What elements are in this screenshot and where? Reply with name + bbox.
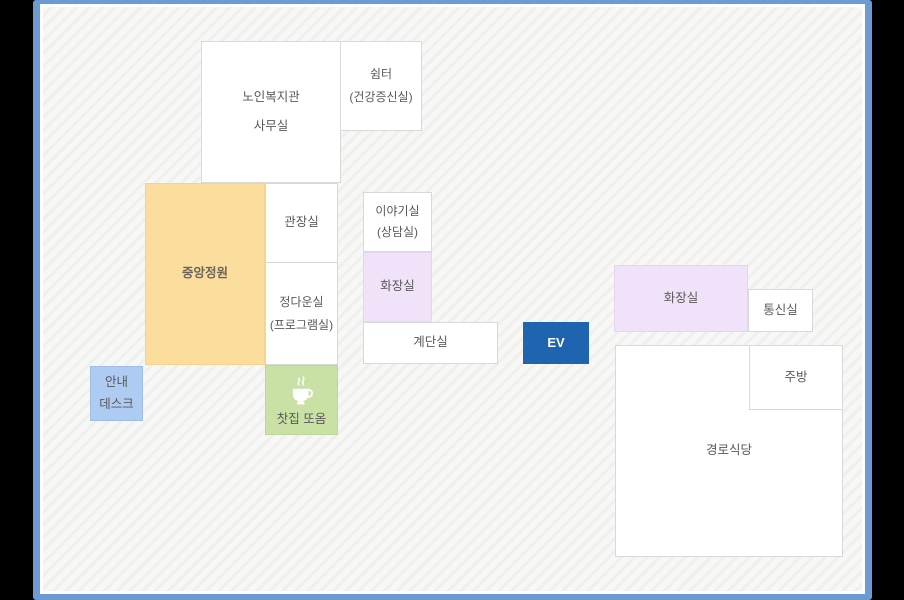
room-label: 사무실 xyxy=(253,119,289,133)
room-label: 화장실 xyxy=(663,290,699,305)
room-story: 이야기실 (상담실) xyxy=(363,192,432,252)
room-office: 노인복지관 사무실 xyxy=(201,41,341,183)
room-kitchen: 주방 xyxy=(749,345,843,410)
room-program: 정다운실 (프로그램실) xyxy=(265,262,338,365)
room-label: 쉼터 xyxy=(369,67,393,82)
room-label: (건강증신실) xyxy=(349,90,413,104)
room-label: (프로그램실) xyxy=(269,317,334,332)
room-info-desk: 안내 데스크 xyxy=(90,366,143,421)
room-label: 통신실 xyxy=(763,302,798,317)
room-label: 화장실 xyxy=(380,279,415,294)
room-label: 데스크 xyxy=(99,396,134,411)
room-teahouse: 찻집 또옴 xyxy=(265,365,338,435)
room-label: 주방 xyxy=(784,369,808,384)
room-label: 정다운실 xyxy=(279,294,324,309)
room-restroom-middle: 화장실 xyxy=(363,252,432,322)
room-director-office: 관장실 xyxy=(265,183,338,263)
room-label: 안내 xyxy=(104,374,128,389)
room-label: (상담실) xyxy=(376,225,419,239)
room-label: 관장실 xyxy=(284,215,319,230)
coffee-cup-icon xyxy=(292,376,313,405)
room-label: 노인복지관 xyxy=(242,90,300,105)
room-label: EV xyxy=(547,334,565,350)
room-label: 찻집 또옴 xyxy=(276,412,327,426)
room-central-garden: 중앙정원 xyxy=(145,183,265,365)
room-label: 중앙정원 xyxy=(181,266,228,281)
room-label: 이야기실 xyxy=(375,204,420,218)
room-comms: 통신실 xyxy=(748,289,813,332)
room-elevator: EV xyxy=(523,322,589,364)
room-shelter: 쉼터 (건강증신실) xyxy=(340,41,422,131)
room-label: 경로식당 xyxy=(705,443,752,458)
room-restroom-right: 화장실 xyxy=(614,265,748,332)
room-stairwell: 계단실 xyxy=(363,322,498,364)
room-label: 계단실 xyxy=(413,335,448,350)
